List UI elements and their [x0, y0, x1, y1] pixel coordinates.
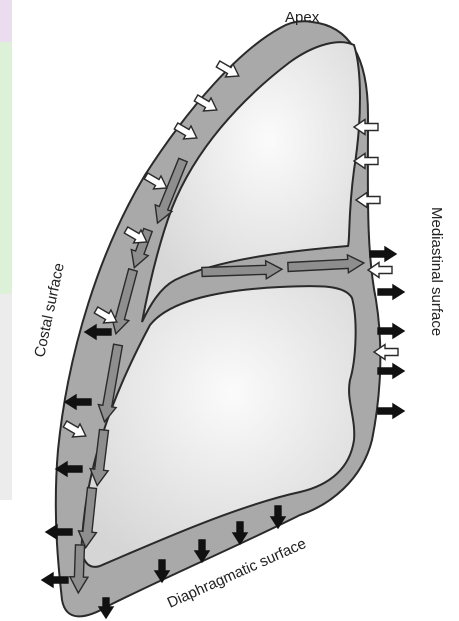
apex-label: Apex [285, 9, 320, 26]
outward-arrow [370, 247, 396, 261]
outward-arrow [378, 324, 404, 338]
outward-arrow [378, 285, 404, 299]
outward-arrow [378, 364, 404, 378]
mediastinal-surface-label: Mediastinal surface [428, 207, 445, 336]
costal-surface-label: Costal surface [31, 262, 68, 359]
outward-arrow [378, 404, 404, 418]
